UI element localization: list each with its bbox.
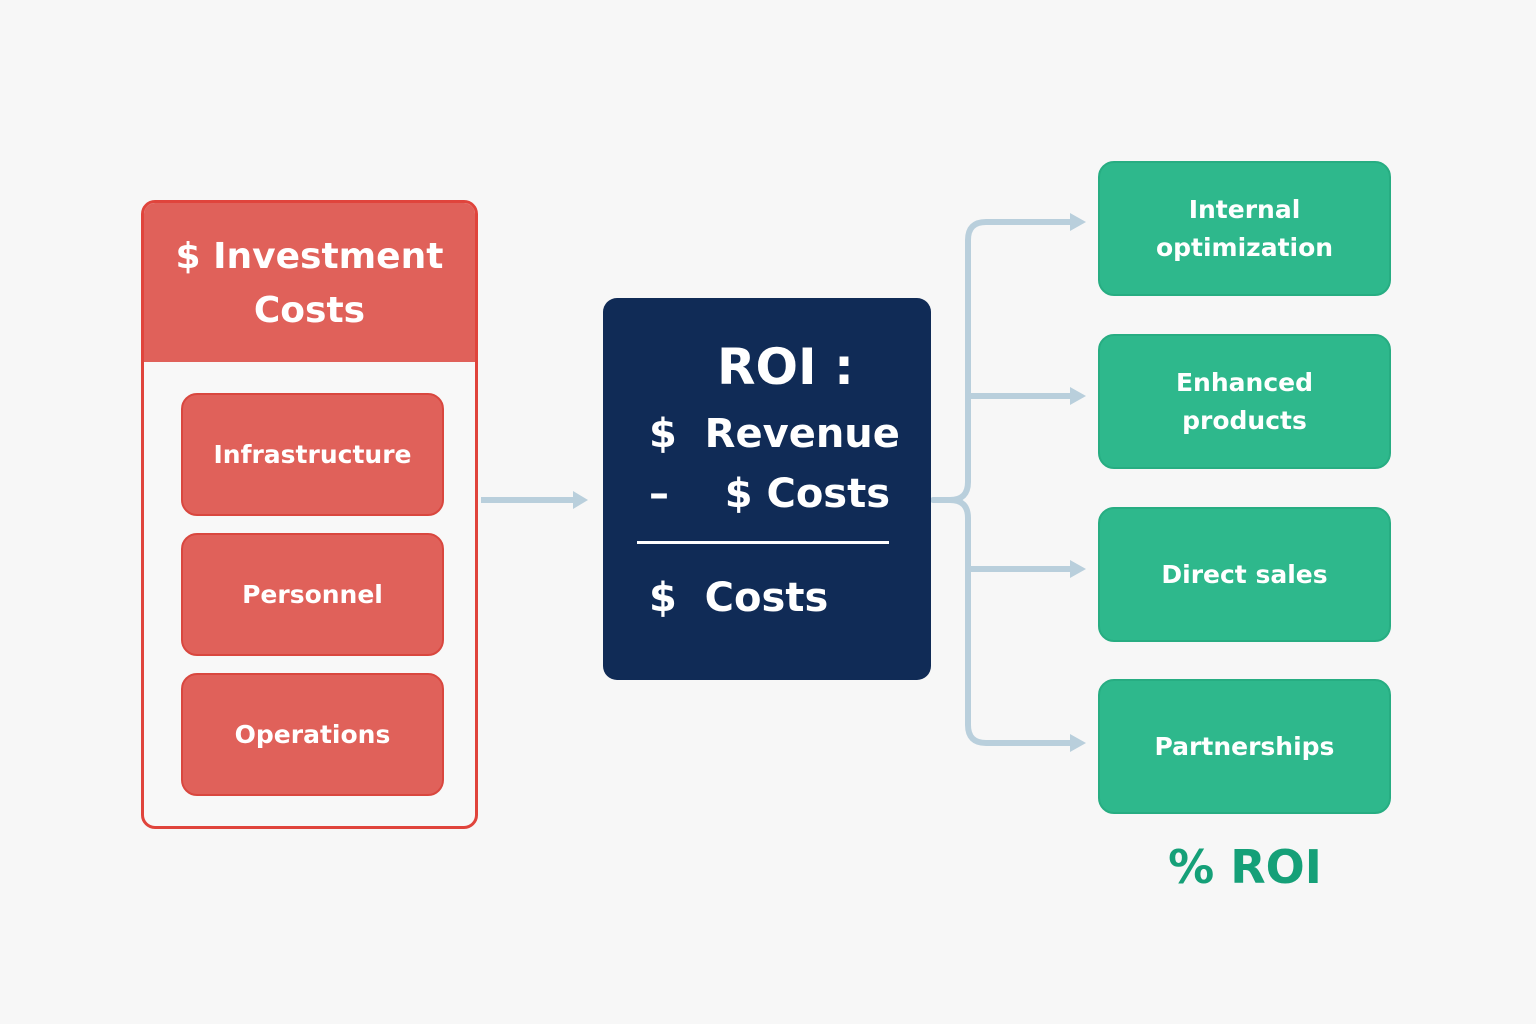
outcome-label: Direct sales bbox=[1161, 559, 1328, 589]
arrowhead-enhanced-products bbox=[1070, 387, 1086, 405]
roi-numerator-costs: – $ Costs bbox=[649, 471, 891, 517]
outcome-enhanced-products: Enhanced products bbox=[1098, 334, 1391, 469]
outcome-partnerships: Partnerships bbox=[1098, 679, 1391, 814]
outcome-internal-optimization: Internal optimization bbox=[1098, 161, 1391, 296]
outcome-label: Enhanced products bbox=[1175, 367, 1313, 435]
outcome-direct-sales: Direct sales bbox=[1098, 507, 1391, 642]
cost-item-personnel: Personnel bbox=[181, 533, 444, 656]
investment-costs-title: $ Investment Costs bbox=[144, 203, 475, 362]
arrowhead-internal-optimization bbox=[1070, 213, 1086, 231]
cost-item-infrastructure: Infrastructure bbox=[181, 393, 444, 516]
branch-connector bbox=[930, 219, 1075, 746]
roi-denominator: $ Costs bbox=[649, 575, 829, 621]
outcome-label: Internal optimization bbox=[1155, 194, 1334, 262]
investment-costs-panel: $ Investment Costs Infrastructure Person… bbox=[141, 200, 478, 829]
roi-formula-box: ROI : $ Revenue – $ Costs $ Costs bbox=[603, 298, 931, 680]
outcome-label: Partnerships bbox=[1154, 731, 1335, 761]
roi-percent-label: % ROI bbox=[1168, 840, 1322, 894]
arrowhead-direct-sales bbox=[1070, 560, 1086, 578]
cost-item-operations: Operations bbox=[181, 673, 444, 796]
roi-title: ROI : bbox=[717, 338, 855, 396]
roi-numerator-revenue: $ Revenue bbox=[649, 411, 900, 457]
arrowhead-partnerships bbox=[1070, 734, 1086, 752]
fraction-divider bbox=[637, 541, 889, 544]
arrow-costs-to-roi bbox=[481, 491, 588, 509]
